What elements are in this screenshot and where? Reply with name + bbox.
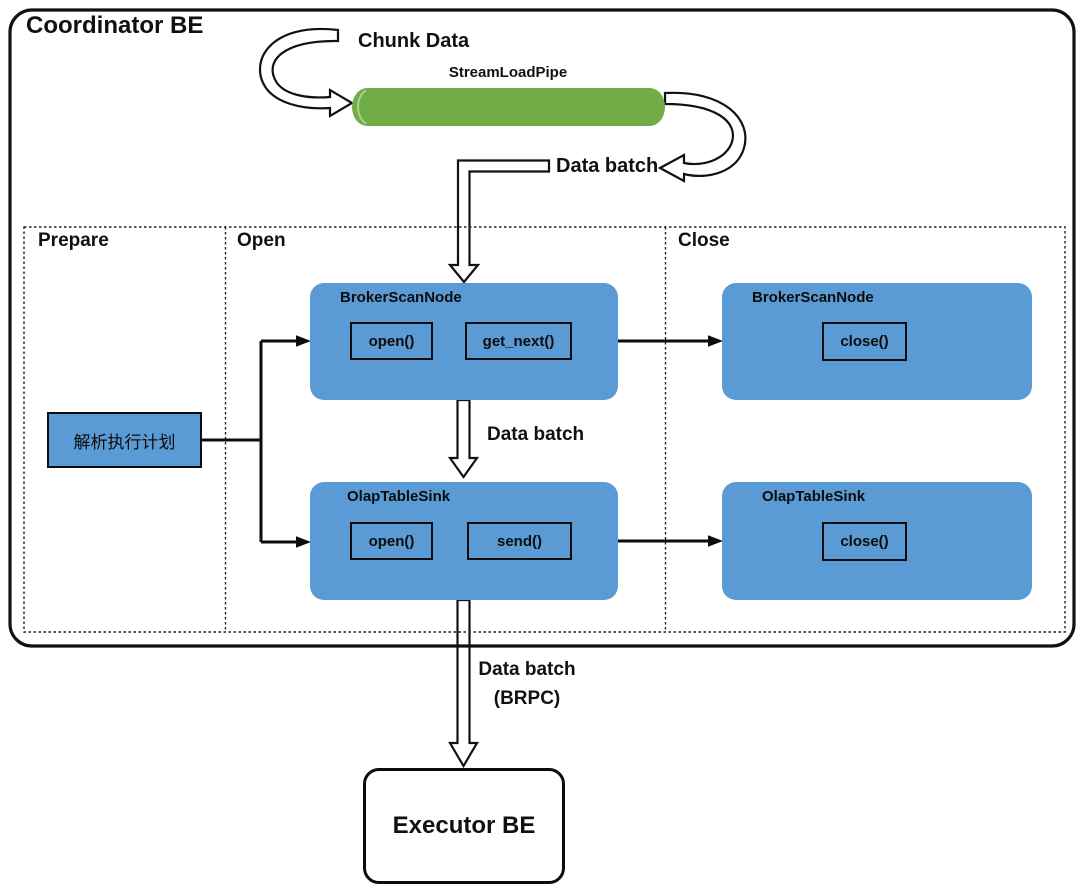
open-broker-scan-node-open-method: open() (350, 322, 433, 360)
brpc-data-batch-label: Data batch (BRPC) (437, 655, 617, 713)
close-broker-scan-node-close-method: close() (822, 322, 907, 361)
brpc-data-batch-line1: Data batch (478, 659, 576, 680)
data-batch-mid-label: Data batch (487, 424, 585, 445)
data-batch-pipe-label: Data batch (556, 155, 659, 177)
open-olap-table-sink-title: OlapTableSink (347, 488, 451, 505)
pipe-to-data-batch-loop-arrow-icon (657, 91, 747, 183)
close-broker-scan-node-title: BrokerScanNode (752, 289, 874, 306)
open-olap-table-sink: OlapTableSink open() send() (310, 482, 618, 600)
close-olap-table-sink: OlapTableSink close() (722, 482, 1032, 600)
close-olap-table-sink-close-method: close() (822, 522, 907, 561)
stream-load-pipe-icon (352, 88, 665, 126)
close-broker-scan-node: BrokerScanNode close() (722, 283, 1032, 400)
data-batch-elbow-arrow-icon (447, 159, 551, 284)
open-broker-scan-node: BrokerScanNode open() get_next() (310, 283, 618, 400)
open-broker-scan-node-get-next-method: get_next() (465, 322, 572, 360)
executor-be-label: Executor BE (392, 812, 536, 839)
stream-load-pipe-label: StreamLoadPipe (448, 64, 568, 81)
close-olap-table-sink-title: OlapTableSink (762, 488, 866, 505)
executor-be-box: Executor BE (363, 768, 565, 884)
section-label-open: Open (237, 230, 286, 251)
parse-execution-plan-box: 解析执行计划 (47, 412, 202, 468)
parse-execution-plan-label: 解析执行计划 (73, 432, 176, 452)
open-broker-scan-node-title: BrokerScanNode (340, 289, 462, 306)
chunk-data-label: Chunk Data (358, 30, 470, 52)
coordinator-be-title: Coordinator BE (26, 12, 204, 39)
section-label-close: Close (678, 230, 730, 251)
open-olap-table-sink-open-method: open() (350, 522, 433, 560)
scan-to-sink-arrow-icon (447, 398, 480, 479)
open-olap-table-sink-send-method: send() (467, 522, 572, 560)
section-label-prepare: Prepare (38, 230, 109, 251)
chunk-data-loop-arrow-icon (258, 27, 355, 118)
brpc-data-batch-line2: (BRPC) (493, 688, 561, 709)
